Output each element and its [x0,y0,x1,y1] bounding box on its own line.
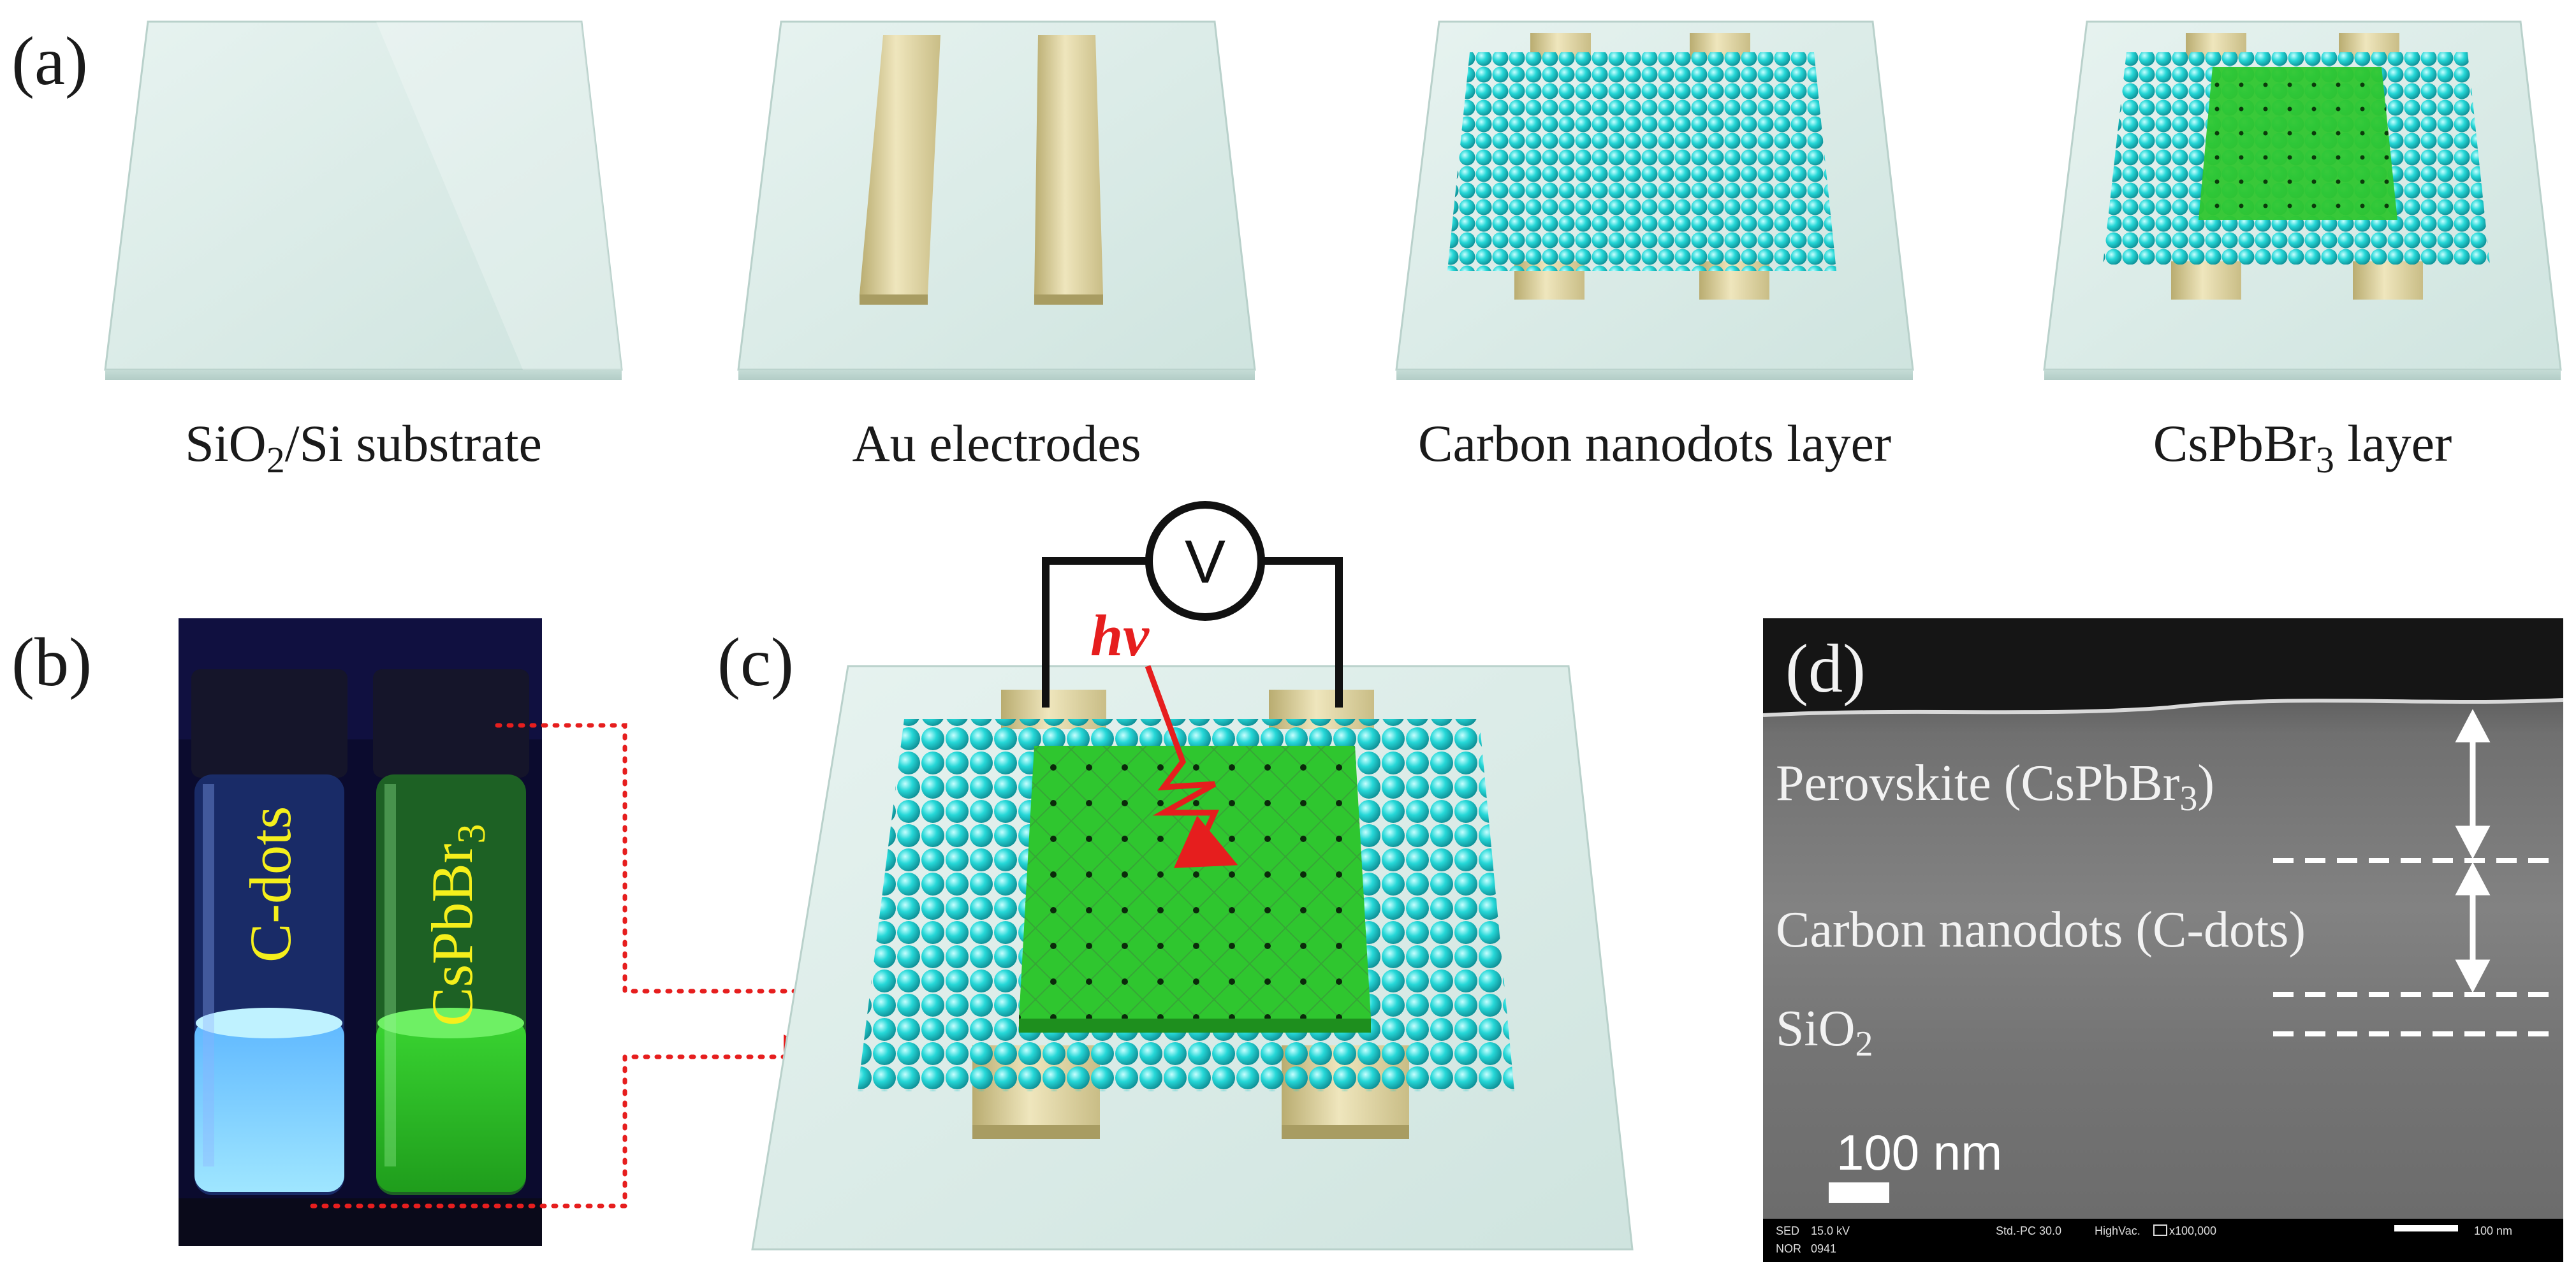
au-electrode-right [1034,35,1103,305]
au-electrode-left [860,35,940,305]
scale-bar [1829,1182,1889,1203]
substrate-step-1 [104,20,623,380]
databar-scale: 100 nm [2474,1224,2512,1237]
au-electrode-bottom-left [2171,261,2241,300]
caption-perovskite: CsPbBr3 layer [2153,414,2452,481]
vial-cap-left [191,669,348,778]
panel-b-label: (b) [11,625,92,701]
au-electrode-bottom-right [2353,261,2423,300]
perovskite-layer [1019,746,1371,1033]
databar-mode: Std.-PC 30.0 [1996,1224,2061,1237]
layer-boundaries [2273,858,2560,1036]
databar-detector: SED [1776,1224,1799,1237]
sem-image: (d) Perovskite (CsPbBr3) Carbon nanodots… [1762,618,2564,1262]
databar-magnification: x100,000 [2169,1224,2216,1237]
databar-kv: 15.0 kV [1811,1224,1850,1237]
photon-arrow-icon [1145,665,1238,868]
panel-c-label: (c) [717,625,794,701]
vial-label-cspbbr3: CsPbBr3 [420,824,494,1026]
thickness-arrows [2455,709,2491,993]
layer-label-sio2: SiO2 [1776,1001,1873,1064]
databar-line2a: NOR [1776,1242,1801,1255]
databar-vac: HighVac. [2095,1224,2141,1237]
vial-label-cdots: C-dots [238,806,303,962]
camera-icon [2153,1224,2167,1236]
voltmeter-icon: V [1145,501,1265,621]
substrate-step-2 [737,20,1256,380]
substrate-step-3 [1395,20,1914,380]
vial-cspbbr3 [376,774,526,1195]
layer-label-perovskite: Perovskite (CsPbBr3) [1776,755,2214,818]
caption-electrodes: Au electrodes [852,414,1141,472]
scale-bar-label: 100 nm [1836,1124,2002,1180]
caption-cdots: Carbon nanodots layer [1418,414,1891,472]
caption-substrate: SiO2/Si substrate [185,414,542,481]
layer-label-cdots: Carbon nanodots (C-dots) [1776,902,2306,958]
databar-line2b: 0941 [1811,1242,1836,1255]
perovskite-layer [2199,67,2397,220]
circuit-wire [1042,557,1343,708]
substrate-step-4 [2043,20,2562,380]
device-schematic: V hv [751,501,1634,1251]
vial-cdots [194,774,344,1195]
panel-d-label: (d) [1785,631,1866,707]
vial-cap-right [373,669,529,778]
panel-a-label: (a) [11,24,88,99]
light-label-hv: hv [1090,603,1150,668]
databar-scale-bar [2394,1225,2458,1231]
svg-text:V: V [1185,528,1226,596]
carbon-nanodots-layer [1447,52,1836,271]
vial-photo: C-dots CsPbBr3 [179,618,542,1246]
